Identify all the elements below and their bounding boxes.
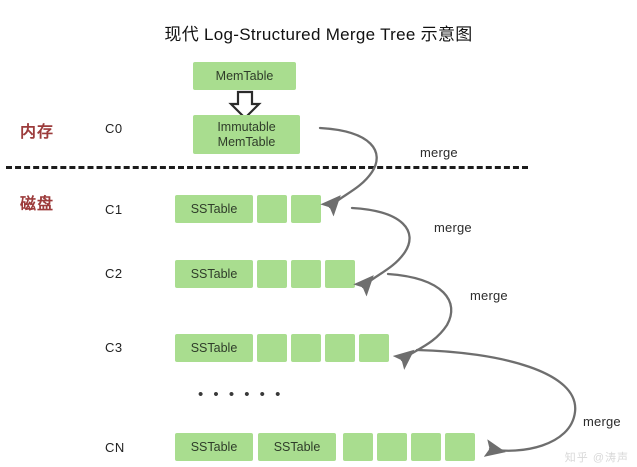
- merge-label-c2-c3: merge: [470, 288, 508, 303]
- level-label-cn: CN: [105, 440, 125, 455]
- tier-label-memory: 内存: [20, 124, 55, 141]
- sstable-box-c1-0[interactable]: SSTable: [175, 195, 253, 223]
- watermark: 知乎 @涛声: [564, 452, 629, 464]
- sstable-box-c2-3[interactable]: [325, 260, 355, 288]
- sstable-box-cn-3[interactable]: [377, 433, 407, 461]
- sstable-box-c3-4[interactable]: [359, 334, 389, 362]
- merge-arrow-c3-cn: [415, 348, 577, 457]
- sstable-box-c1-2[interactable]: [291, 195, 321, 223]
- merge-label-c3-cn: merge: [583, 414, 621, 429]
- sstable-box-c1-1[interactable]: [257, 195, 287, 223]
- ellipsis-indicator: • • • • • •: [198, 386, 284, 403]
- sstable-box-cn-0[interactable]: SSTable: [175, 433, 253, 461]
- merge-arrow-c2-c3: [386, 272, 453, 370]
- memtable-box[interactable]: MemTable: [193, 62, 296, 90]
- sstable-box-c3-2[interactable]: [291, 334, 321, 362]
- sstable-box-c3-1[interactable]: [257, 334, 287, 362]
- level-label-c3: C3: [105, 340, 123, 355]
- sstable-box-c2-2[interactable]: [291, 260, 321, 288]
- merge-arrow-c0-c1: [318, 126, 378, 217]
- level-label-c0: C0: [105, 121, 123, 136]
- sstable-box-cn-2[interactable]: [343, 433, 373, 461]
- sstable-box-c3-3[interactable]: [325, 334, 355, 362]
- tier-label-disk: 磁盘: [20, 196, 55, 213]
- immutable-memtable-box[interactable]: Immutable MemTable: [193, 115, 300, 154]
- sstable-box-c2-0[interactable]: SSTable: [175, 260, 253, 288]
- sstable-box-cn-5[interactable]: [445, 433, 475, 461]
- sstable-box-cn-1[interactable]: SSTable: [258, 433, 336, 461]
- sstable-box-c2-1[interactable]: [257, 260, 287, 288]
- merge-arrow-c1-c2: [350, 206, 411, 297]
- sstable-box-cn-4[interactable]: [411, 433, 441, 461]
- merge-label-c0-c1: merge: [420, 145, 458, 160]
- page-title: 现代 Log-Structured Merge Tree 示意图: [164, 25, 473, 44]
- sstable-box-c3-0[interactable]: SSTable: [175, 334, 253, 362]
- level-label-c1: C1: [105, 202, 123, 217]
- memory-disk-divider: [6, 166, 528, 169]
- merge-label-c1-c2: merge: [434, 220, 472, 235]
- level-label-c2: C2: [105, 266, 123, 281]
